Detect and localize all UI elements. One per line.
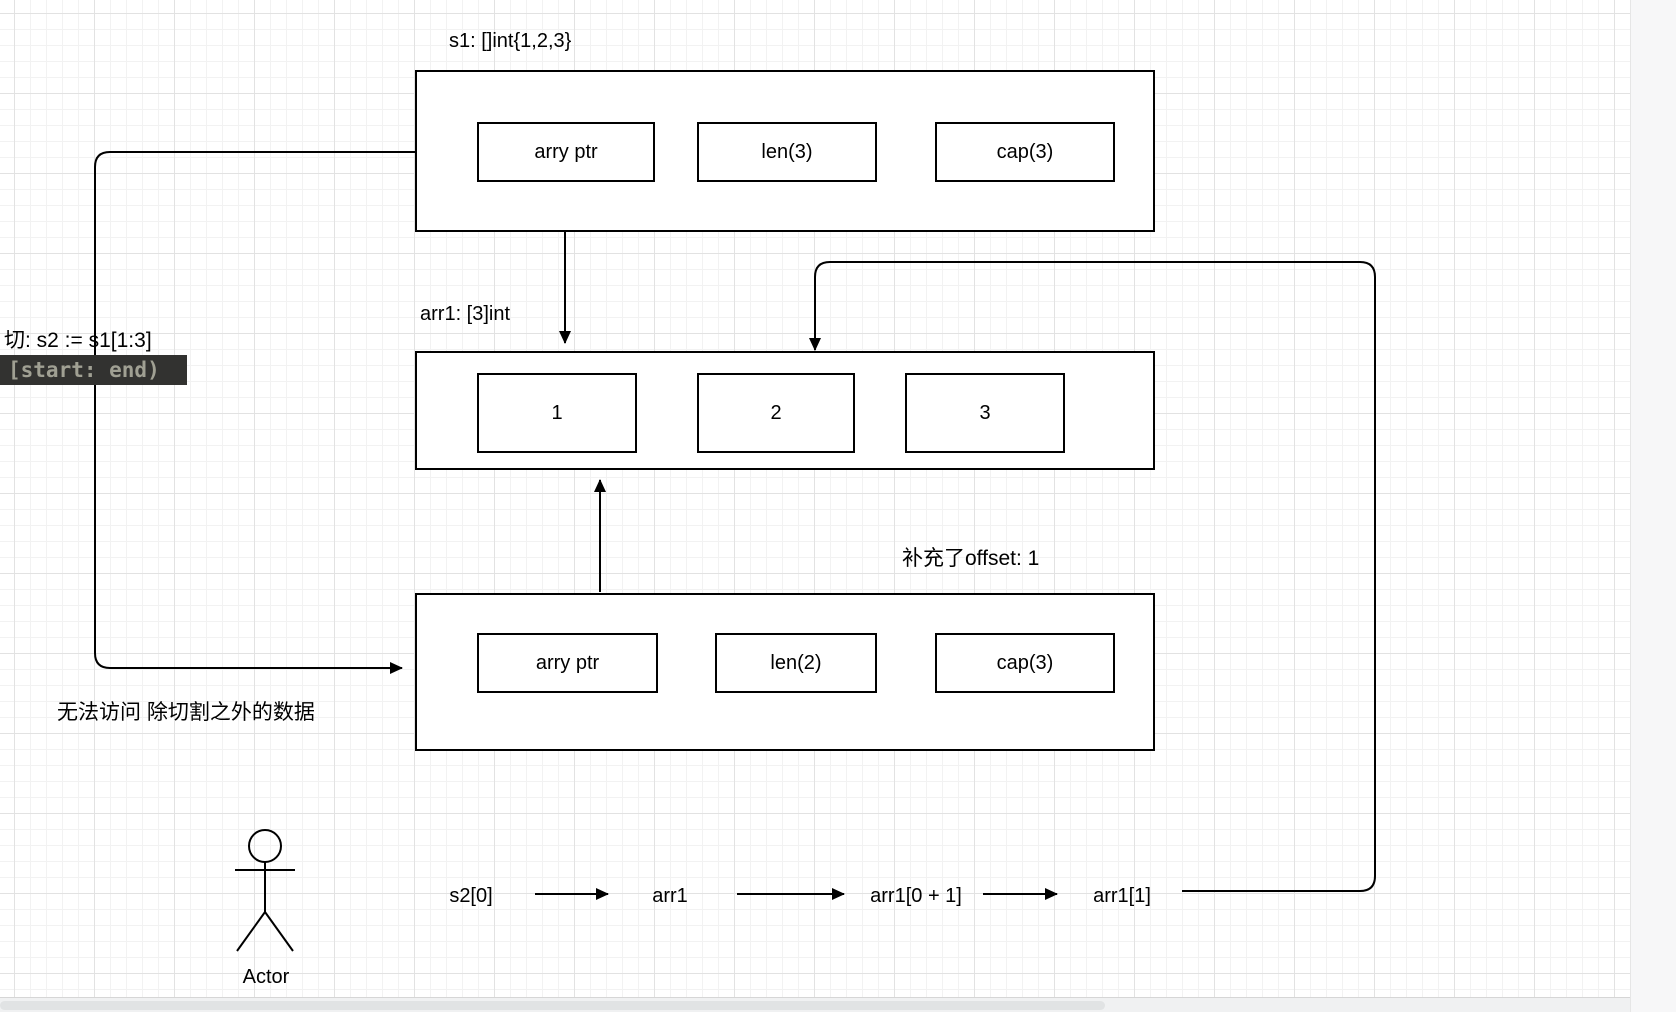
flow-item-arr1of0plus1[interactable]: arr1[0 + 1]: [870, 885, 962, 907]
s2-cell-cap[interactable]: cap(3): [935, 633, 1115, 693]
slice-note-label[interactable]: 切: s2 := s1[1:3]: [4, 329, 152, 352]
arr1-cell-2[interactable]: 2: [697, 373, 855, 453]
s1-box-title[interactable]: s1: []int{1,2,3}: [449, 30, 572, 52]
grid-canvas[interactable]: s1: []int{1,2,3} arry ptr len(3) cap(3) …: [0, 0, 1630, 997]
s2-box[interactable]: arry ptr len(2) cap(3): [415, 593, 1155, 751]
range-note-chip[interactable]: [start: end): [0, 355, 187, 385]
actor-label[interactable]: Actor: [242, 966, 290, 988]
flow-item-arr1[interactable]: arr1: [652, 885, 688, 907]
horizontal-scrollbar-thumb[interactable]: [0, 1001, 1105, 1010]
flow-item-arr1of1[interactable]: arr1[1]: [1093, 885, 1151, 907]
no-access-note-label[interactable]: 无法访问 除切割之外的数据: [57, 701, 315, 724]
arr1-box-title[interactable]: arr1: [3]int: [420, 303, 511, 325]
s2-cell-len[interactable]: len(2): [715, 633, 877, 693]
s1-box[interactable]: arry ptr len(3) cap(3): [415, 70, 1155, 232]
actor-icon[interactable]: [235, 829, 295, 952]
connector-s1-to-s2[interactable]: [94, 151, 415, 674]
horizontal-scrollbar-track: [0, 997, 1630, 1012]
s1-cell-cap[interactable]: cap(3): [935, 122, 1115, 182]
s1-cell-arry-ptr[interactable]: arry ptr: [477, 122, 655, 182]
arr1-box[interactable]: 1 2 3: [415, 351, 1155, 470]
s1-cell-len[interactable]: len(3): [697, 122, 877, 182]
flow-item-s2of0[interactable]: s2[0]: [449, 885, 493, 907]
s2-box-title[interactable]: 补充了offset: 1: [902, 547, 1040, 570]
right-gutter: [1630, 0, 1676, 1012]
arr1-cell-3[interactable]: 3: [905, 373, 1065, 453]
s2-cell-arry-ptr[interactable]: arry ptr: [477, 633, 658, 693]
arr1-cell-1[interactable]: 1: [477, 373, 637, 453]
